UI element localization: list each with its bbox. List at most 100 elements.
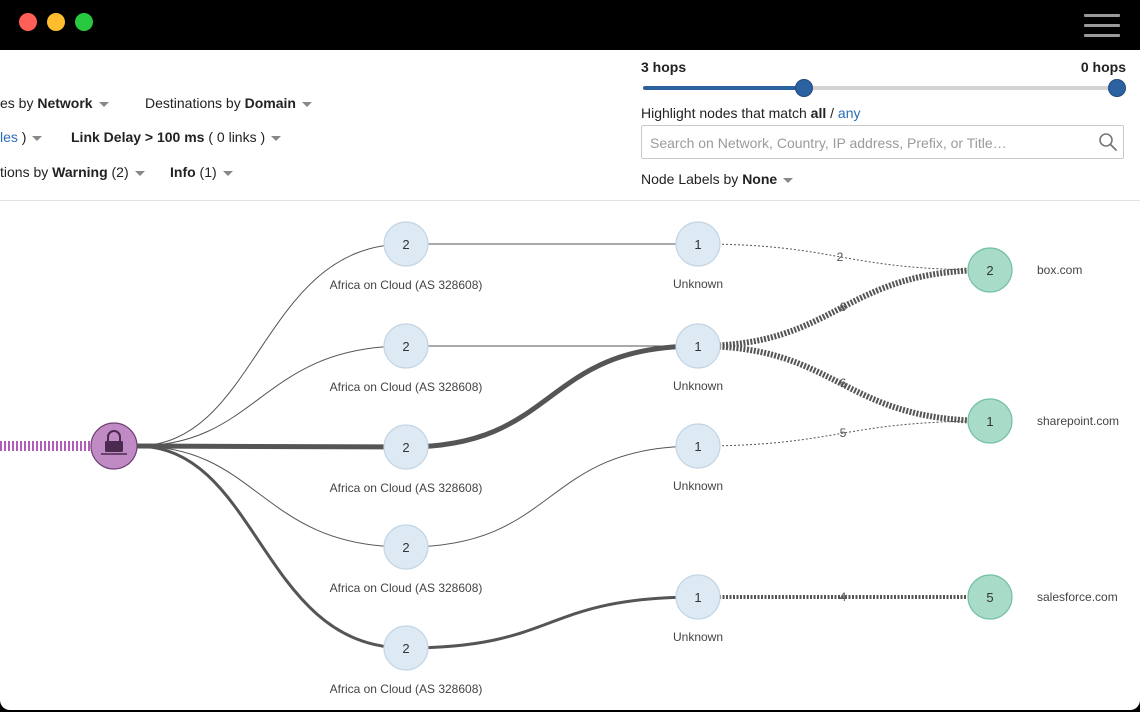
hops-slider-left-label: 3 hops xyxy=(641,59,687,75)
hops-slider-handle-start[interactable] xyxy=(795,79,814,97)
node-count: 1 xyxy=(694,339,701,354)
node-labels-value: None xyxy=(742,171,778,187)
edge-hop1-5-hop2-4 xyxy=(405,595,699,650)
node-count: 1 xyxy=(986,414,993,429)
edge-hop1-3-hop2-2 xyxy=(405,343,699,450)
edge-label: 2 xyxy=(837,250,844,264)
edge-hop2-3-sharepoint xyxy=(697,420,991,447)
node-label: Unknown xyxy=(673,277,723,291)
highlight-match-prefix: Highlight nodes that match xyxy=(641,105,811,121)
chevron-down-icon xyxy=(32,135,43,141)
partial-filter-dropdown[interactable]: les ) xyxy=(0,129,43,145)
node-labels-dropdown[interactable]: Node Labels by None xyxy=(641,171,794,187)
hops-slider-handle-end[interactable] xyxy=(1108,79,1126,97)
chevron-down-icon xyxy=(271,135,282,141)
node-count: 5 xyxy=(986,590,993,605)
graph-edges xyxy=(135,243,991,650)
warning-filter-label: Warning xyxy=(52,164,108,180)
edge-hop1-4-hop2-3 xyxy=(405,445,699,548)
edge-label: 6 xyxy=(840,300,847,314)
destination-node[interactable]: 1 sharepoint.com xyxy=(967,398,1119,444)
node-label: Africa on Cloud (AS 328608) xyxy=(330,581,483,595)
edge-hop2-1-box xyxy=(697,243,991,271)
chevron-down-icon xyxy=(98,101,109,107)
node-label: Unknown xyxy=(673,479,723,493)
node-count: 2 xyxy=(402,339,409,354)
highlight-match-separator: / xyxy=(826,105,838,121)
node-label: Unknown xyxy=(673,630,723,644)
destination-domain-label: sharepoint.com xyxy=(1037,414,1119,428)
edge-source-hop1-2 xyxy=(135,345,407,447)
hamburger-menu-icon[interactable] xyxy=(1084,14,1120,38)
info-filter-dropdown[interactable]: Info (1) xyxy=(170,164,233,180)
node-count: 2 xyxy=(402,641,409,656)
node-labels-prefix: Node Labels by xyxy=(641,171,743,187)
maximize-window-button[interactable] xyxy=(75,13,93,31)
edge-label: 5 xyxy=(840,426,847,440)
highlight-match-all[interactable]: all xyxy=(810,105,827,121)
node-label: Unknown xyxy=(673,379,723,393)
destinations-grouping-prefix: Destinations by xyxy=(145,95,245,111)
lock-icon xyxy=(101,430,127,455)
node-count: 2 xyxy=(402,540,409,555)
sources-grouping-prefix: es by xyxy=(0,95,38,111)
controls-bar: es by Network Destinations by Domain les… xyxy=(0,50,1140,201)
warning-filter-dropdown[interactable]: tions by Warning (2) xyxy=(0,164,145,180)
node-count: 2 xyxy=(402,440,409,455)
node-count: 2 xyxy=(986,263,993,278)
search-icon[interactable] xyxy=(1098,132,1118,152)
node-count: 1 xyxy=(694,237,701,252)
node-label: Africa on Cloud (AS 328608) xyxy=(330,278,483,292)
hops-slider-track[interactable] xyxy=(643,86,1117,90)
chevron-down-icon xyxy=(222,170,233,176)
edge-hop2-2-box xyxy=(697,267,991,349)
close-window-button[interactable] xyxy=(19,13,37,31)
sources-grouping-dropdown[interactable]: es by Network xyxy=(0,95,109,111)
node-count: 2 xyxy=(402,237,409,252)
minimize-window-button[interactable] xyxy=(47,13,65,31)
edge-source-hop1-1 xyxy=(135,243,407,447)
chevron-down-icon xyxy=(301,101,312,107)
chevron-down-icon xyxy=(783,177,794,183)
link-delay-filter-dropdown[interactable]: Link Delay > 100 ms ( 0 links ) xyxy=(71,129,282,145)
warning-filter-count: (2) xyxy=(107,164,129,180)
source-incoming-link xyxy=(0,441,92,451)
partial-filter-link[interactable]: les xyxy=(0,129,18,145)
node-search-box xyxy=(641,125,1124,159)
sources-grouping-value: Network xyxy=(37,95,93,111)
chevron-down-icon xyxy=(134,170,145,176)
edge-label: 6 xyxy=(840,376,847,390)
node-search-input[interactable] xyxy=(648,131,1092,155)
destination-node[interactable]: 5 salesforce.com xyxy=(967,574,1118,620)
destinations-grouping-value: Domain xyxy=(244,95,296,111)
node-label: Africa on Cloud (AS 328608) xyxy=(330,481,483,495)
highlight-match-any[interactable]: any xyxy=(837,105,861,121)
link-delay-label: Link Delay > 100 ms xyxy=(71,129,205,145)
info-filter-label: Info xyxy=(170,164,196,180)
node-label: Africa on Cloud (AS 328608) xyxy=(330,380,483,394)
edge-labels: 2 6 6 5 4 xyxy=(837,250,847,604)
edge-source-hop1-4 xyxy=(135,445,407,548)
destination-domain-label: salesforce.com xyxy=(1037,590,1118,604)
link-delay-count: ( 0 links ) xyxy=(204,129,266,145)
destinations-grouping-dropdown[interactable]: Destinations by Domain xyxy=(145,95,312,111)
node-label: Africa on Cloud (AS 328608) xyxy=(330,682,483,696)
hops-slider-fill xyxy=(643,86,805,90)
edge-hop2-2-sharepoint xyxy=(697,343,991,424)
hops-slider-right-label: 0 hops xyxy=(1080,59,1126,75)
path-visualization-panel: es by Network Destinations by Domain les… xyxy=(0,50,1140,710)
source-node[interactable] xyxy=(90,422,138,470)
